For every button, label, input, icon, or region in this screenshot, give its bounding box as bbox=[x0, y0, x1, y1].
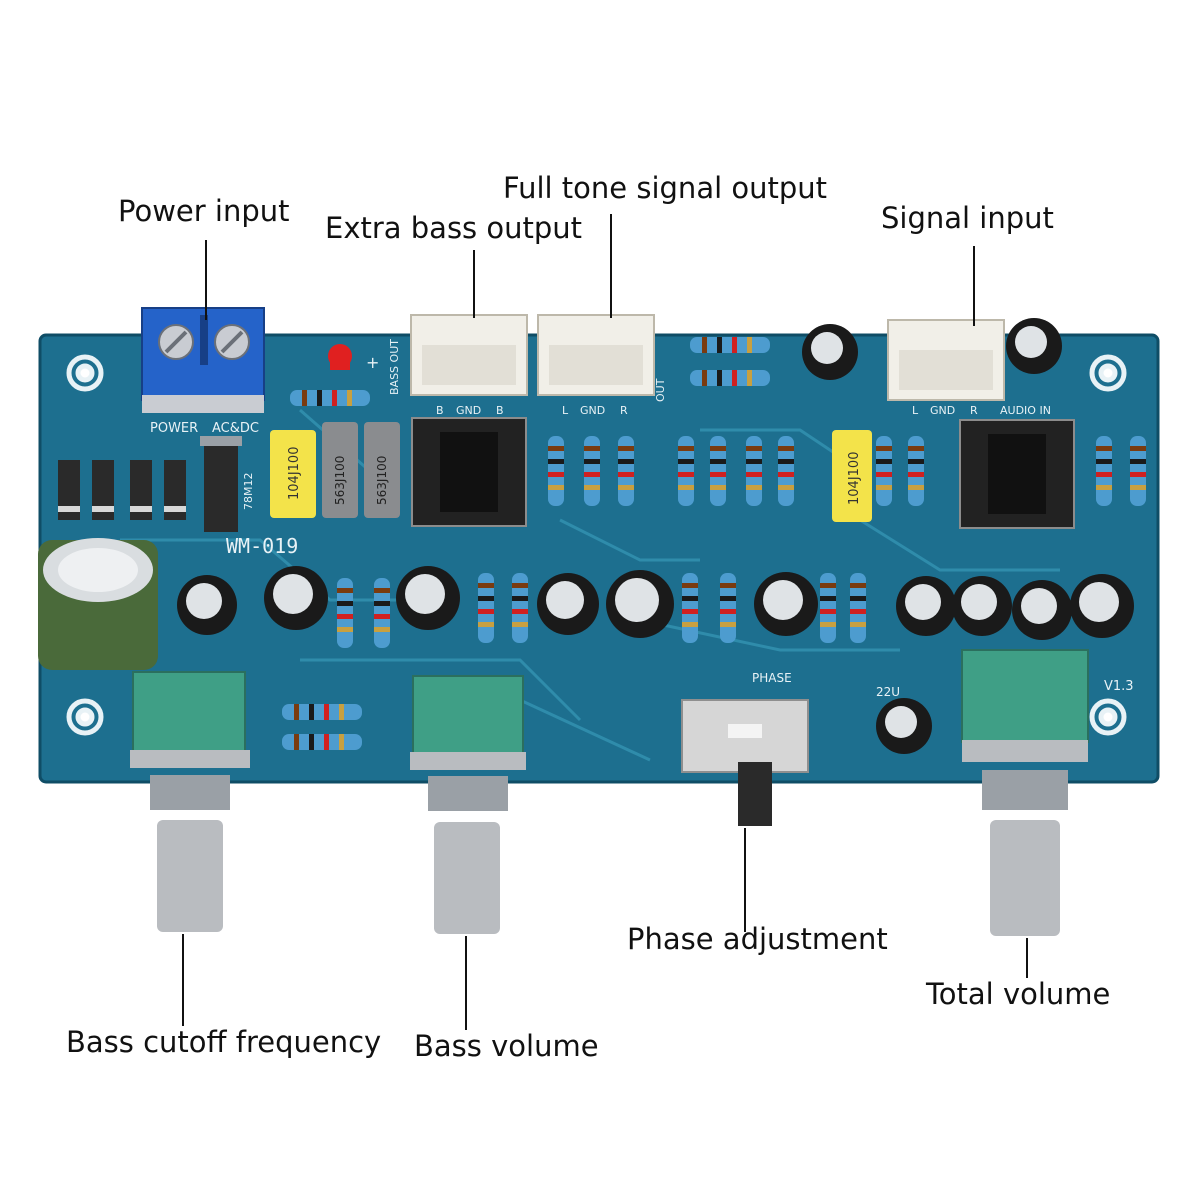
electrolytic-capacitor bbox=[177, 575, 237, 635]
electrolytic-capacitor bbox=[1012, 580, 1072, 640]
resistor bbox=[1096, 436, 1112, 506]
leader-total-volume bbox=[1026, 938, 1028, 978]
resistor bbox=[282, 734, 362, 750]
electrolytic-capacitor bbox=[802, 324, 858, 380]
label-bass-cutoff-frequency: Bass cutoff frequency bbox=[66, 1025, 382, 1059]
resistor bbox=[678, 436, 694, 506]
resistor bbox=[908, 436, 924, 506]
electrolytic-capacitor bbox=[1070, 574, 1134, 638]
power-terminal bbox=[141, 307, 265, 413]
op-amp-chip-left bbox=[411, 417, 527, 527]
power-led bbox=[328, 344, 352, 370]
pot-total-volume bbox=[961, 649, 1089, 936]
resistor bbox=[618, 436, 634, 506]
label-full-tone-signal-output: Full tone signal output bbox=[503, 171, 828, 205]
leader-signal-input bbox=[973, 246, 975, 326]
electrolytic-capacitor bbox=[606, 570, 674, 638]
bass-pin-1: B bbox=[436, 404, 444, 417]
resistor bbox=[282, 704, 362, 720]
bass-pin-3: B bbox=[496, 404, 504, 417]
electrolytic-capacitor bbox=[896, 576, 956, 636]
resistor bbox=[478, 573, 494, 643]
version-silk-label: V1.3 bbox=[1104, 679, 1134, 694]
grey-cap-code-left: 563J100 bbox=[333, 456, 347, 505]
main-filter-capacitor bbox=[38, 538, 158, 670]
pot-bass-volume bbox=[410, 675, 526, 934]
pot-bass-cutoff bbox=[130, 671, 250, 932]
label-total-volume: Total volume bbox=[926, 977, 1111, 1011]
label-signal-input: Signal input bbox=[881, 201, 1054, 235]
header-extra-bass-out bbox=[410, 314, 528, 396]
model-silk-label: WM-019 bbox=[226, 534, 298, 558]
grey-cap-code-right: 563J100 bbox=[375, 456, 389, 505]
electrolytic-capacitor bbox=[1006, 318, 1062, 374]
cap-22u-silk-label: 22U bbox=[876, 685, 900, 699]
label-phase-adjustment: Phase adjustment bbox=[627, 922, 888, 956]
bass-out-silk-label: BASS OUT bbox=[388, 339, 401, 395]
label-bass-volume: Bass volume bbox=[414, 1029, 599, 1063]
yellow-cap-code-right: 104J100 bbox=[847, 452, 862, 505]
header-full-tone-out bbox=[537, 314, 655, 396]
label-extra-bass-output: Extra bass output bbox=[325, 211, 583, 245]
diodes bbox=[58, 460, 186, 520]
resistor bbox=[290, 390, 370, 406]
resistor bbox=[1130, 436, 1146, 506]
out-silk-label: OUT bbox=[654, 378, 667, 402]
resistor bbox=[682, 573, 698, 643]
audio-in-silk-label: AUDIO IN bbox=[1000, 404, 1051, 417]
film-capacitors bbox=[270, 422, 872, 522]
out-pin-1: L bbox=[562, 404, 569, 417]
mounting-holes bbox=[66, 354, 1127, 736]
power-type-silk-label: AC&DC bbox=[212, 421, 259, 436]
power-silk-label: POWER bbox=[150, 421, 198, 436]
label-power-input: Power input bbox=[118, 194, 290, 228]
leader-phase-adjustment bbox=[744, 828, 746, 932]
bass-pin-2: GND bbox=[456, 404, 481, 417]
header-signal-in bbox=[887, 319, 1005, 401]
resistor bbox=[512, 573, 528, 643]
phase-switch bbox=[681, 699, 809, 826]
leader-extra-bass-output bbox=[473, 250, 475, 318]
electrolytic-capacitor bbox=[396, 566, 460, 630]
leader-bass-cutoff bbox=[182, 934, 184, 1026]
yellow-cap-code-left: 104J100 bbox=[287, 447, 302, 500]
phase-silk-label: PHASE bbox=[752, 671, 792, 685]
in-pin-3: R bbox=[970, 404, 978, 417]
resistor bbox=[584, 436, 600, 506]
out-pin-3: R bbox=[620, 404, 628, 417]
in-pin-1: L bbox=[912, 404, 919, 417]
electrolytic-capacitor bbox=[952, 576, 1012, 636]
led-plus-label: + bbox=[366, 353, 379, 372]
resistor bbox=[374, 578, 390, 648]
resistor bbox=[720, 573, 736, 643]
resistor bbox=[876, 436, 892, 506]
out-pin-2: GND bbox=[580, 404, 605, 417]
electrolytic-capacitors bbox=[177, 318, 1134, 754]
leader-power-input bbox=[205, 240, 207, 320]
electrolytic-capacitor bbox=[264, 566, 328, 630]
resistor bbox=[850, 573, 866, 643]
resistor bbox=[710, 436, 726, 506]
resistor bbox=[548, 436, 564, 506]
electrolytic-capacitor bbox=[537, 573, 599, 635]
regulator-silk-label: 78M12 bbox=[242, 473, 255, 511]
resistor bbox=[690, 370, 770, 386]
electrolytic-capacitor bbox=[754, 572, 818, 636]
resistor bbox=[337, 578, 353, 648]
electrolytic-capacitor bbox=[876, 698, 932, 754]
leader-full-tone-output bbox=[610, 214, 612, 318]
resistor bbox=[778, 436, 794, 506]
resistor bbox=[746, 436, 762, 506]
op-amp-chip-right bbox=[959, 419, 1075, 529]
voltage-regulator bbox=[200, 436, 242, 532]
resistor bbox=[690, 337, 770, 353]
resistors bbox=[282, 337, 1146, 750]
in-pin-2: GND bbox=[930, 404, 955, 417]
resistor bbox=[820, 573, 836, 643]
leader-bass-volume bbox=[465, 936, 467, 1030]
